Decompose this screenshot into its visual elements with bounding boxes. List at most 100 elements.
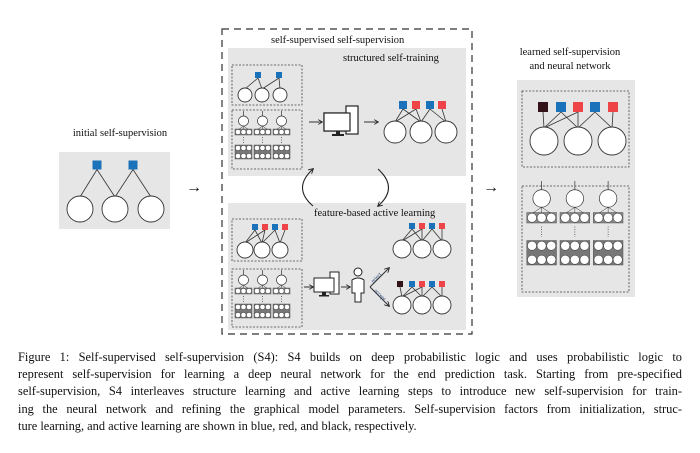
factor-structure-learning [438,101,446,109]
variable-node [529,126,559,156]
computer-icon [323,105,359,136]
hidden-unit [257,115,268,127]
input-unit [254,288,260,294]
reject-arrow [369,268,389,288]
factor-edge [402,108,422,123]
cycle-arrow-up [301,169,314,207]
input-unit [593,212,604,223]
edge [598,207,609,214]
factor-initialization [409,223,415,229]
factor-edge [244,77,259,90]
factor-initialization [252,224,258,230]
input-unit [536,254,547,265]
input-unit [527,254,537,265]
input-unit [593,240,604,251]
factor-graph-group [521,90,630,168]
input-unit [284,304,290,310]
input-unit [259,129,266,135]
variable-node [597,126,627,156]
factor-edge [401,286,413,298]
input-unit [259,312,266,318]
caption-line: ing the neural network and refining the … [18,401,682,416]
input-unit [273,288,279,294]
input-unit [235,312,241,318]
learned-title-line2: and neural network [529,61,611,72]
factor-edge [261,229,276,244]
input-unit [278,129,285,135]
learned-title-line1: learned self-supervision [519,47,621,58]
input-unit [560,254,571,265]
input-unit [546,254,557,265]
factor-initialization [255,72,261,78]
input-unit [246,153,252,159]
factor-edge [394,108,417,123]
factor-structure-learning [439,281,445,287]
input-unit [570,212,580,223]
factor-initialization [426,101,434,109]
factor-structure-learning [262,224,268,230]
factor-edge [394,108,404,123]
edge [574,207,585,214]
caption-line: Figure 1: Self-supervised self-supervisi… [18,350,682,364]
factor-initialization [429,281,435,287]
edge [541,207,552,214]
variable-node [137,195,165,223]
factor-graph-group [231,64,303,106]
hidden-unit [532,189,551,208]
factor-edge [415,108,422,123]
factor-initialization [556,102,566,112]
factor-edge [401,228,423,242]
input-unit [527,240,537,251]
person-head [353,267,363,277]
input-unit [246,129,252,135]
factor-edge [594,111,613,129]
input-unit [284,145,290,151]
factor-graph-group [231,218,303,262]
variable-node [392,239,412,259]
edge [607,207,618,214]
factor-edge [278,77,281,90]
input-unit [612,212,623,223]
factor-initialization [92,160,102,170]
flow-arrow-2: → [483,179,499,196]
factor-structure-learning [412,101,420,109]
factor-edge [132,169,152,198]
input-unit [536,240,547,251]
input-unit [603,240,613,251]
variable-node [412,295,432,315]
hidden-unit [238,115,249,127]
input-unit [612,240,623,251]
input-unit [259,153,266,159]
input-unit [254,312,260,318]
variable-node [254,87,270,103]
human-annotator-icon [351,267,365,303]
input-unit [579,212,590,223]
factor-structure-learning [282,224,288,230]
factor-edge [79,169,98,198]
input-unit [284,153,290,159]
accept-arrow [369,286,389,306]
monitor-stand [336,131,340,134]
variable-node [412,239,432,259]
input-unit [603,212,613,223]
factor-edge [420,108,431,123]
neural-network-group [521,185,630,293]
factor-structure-learning [419,281,425,287]
factor-edge [261,229,266,244]
variable-node [383,120,407,144]
factor-edge [114,169,134,198]
input-unit [265,288,271,294]
input-unit [278,153,285,159]
input-unit [235,129,241,135]
input-unit [273,145,279,151]
variable-node [272,87,288,103]
factor-edge [542,111,545,129]
edge [531,207,542,214]
input-unit [240,312,247,318]
middle-dashed-boundary [221,28,473,335]
caption-line: ture learning, and active learning are s… [18,418,417,433]
computer-icon [313,271,340,297]
cycle-arrow-down [378,168,390,206]
monitor-front [313,277,335,293]
